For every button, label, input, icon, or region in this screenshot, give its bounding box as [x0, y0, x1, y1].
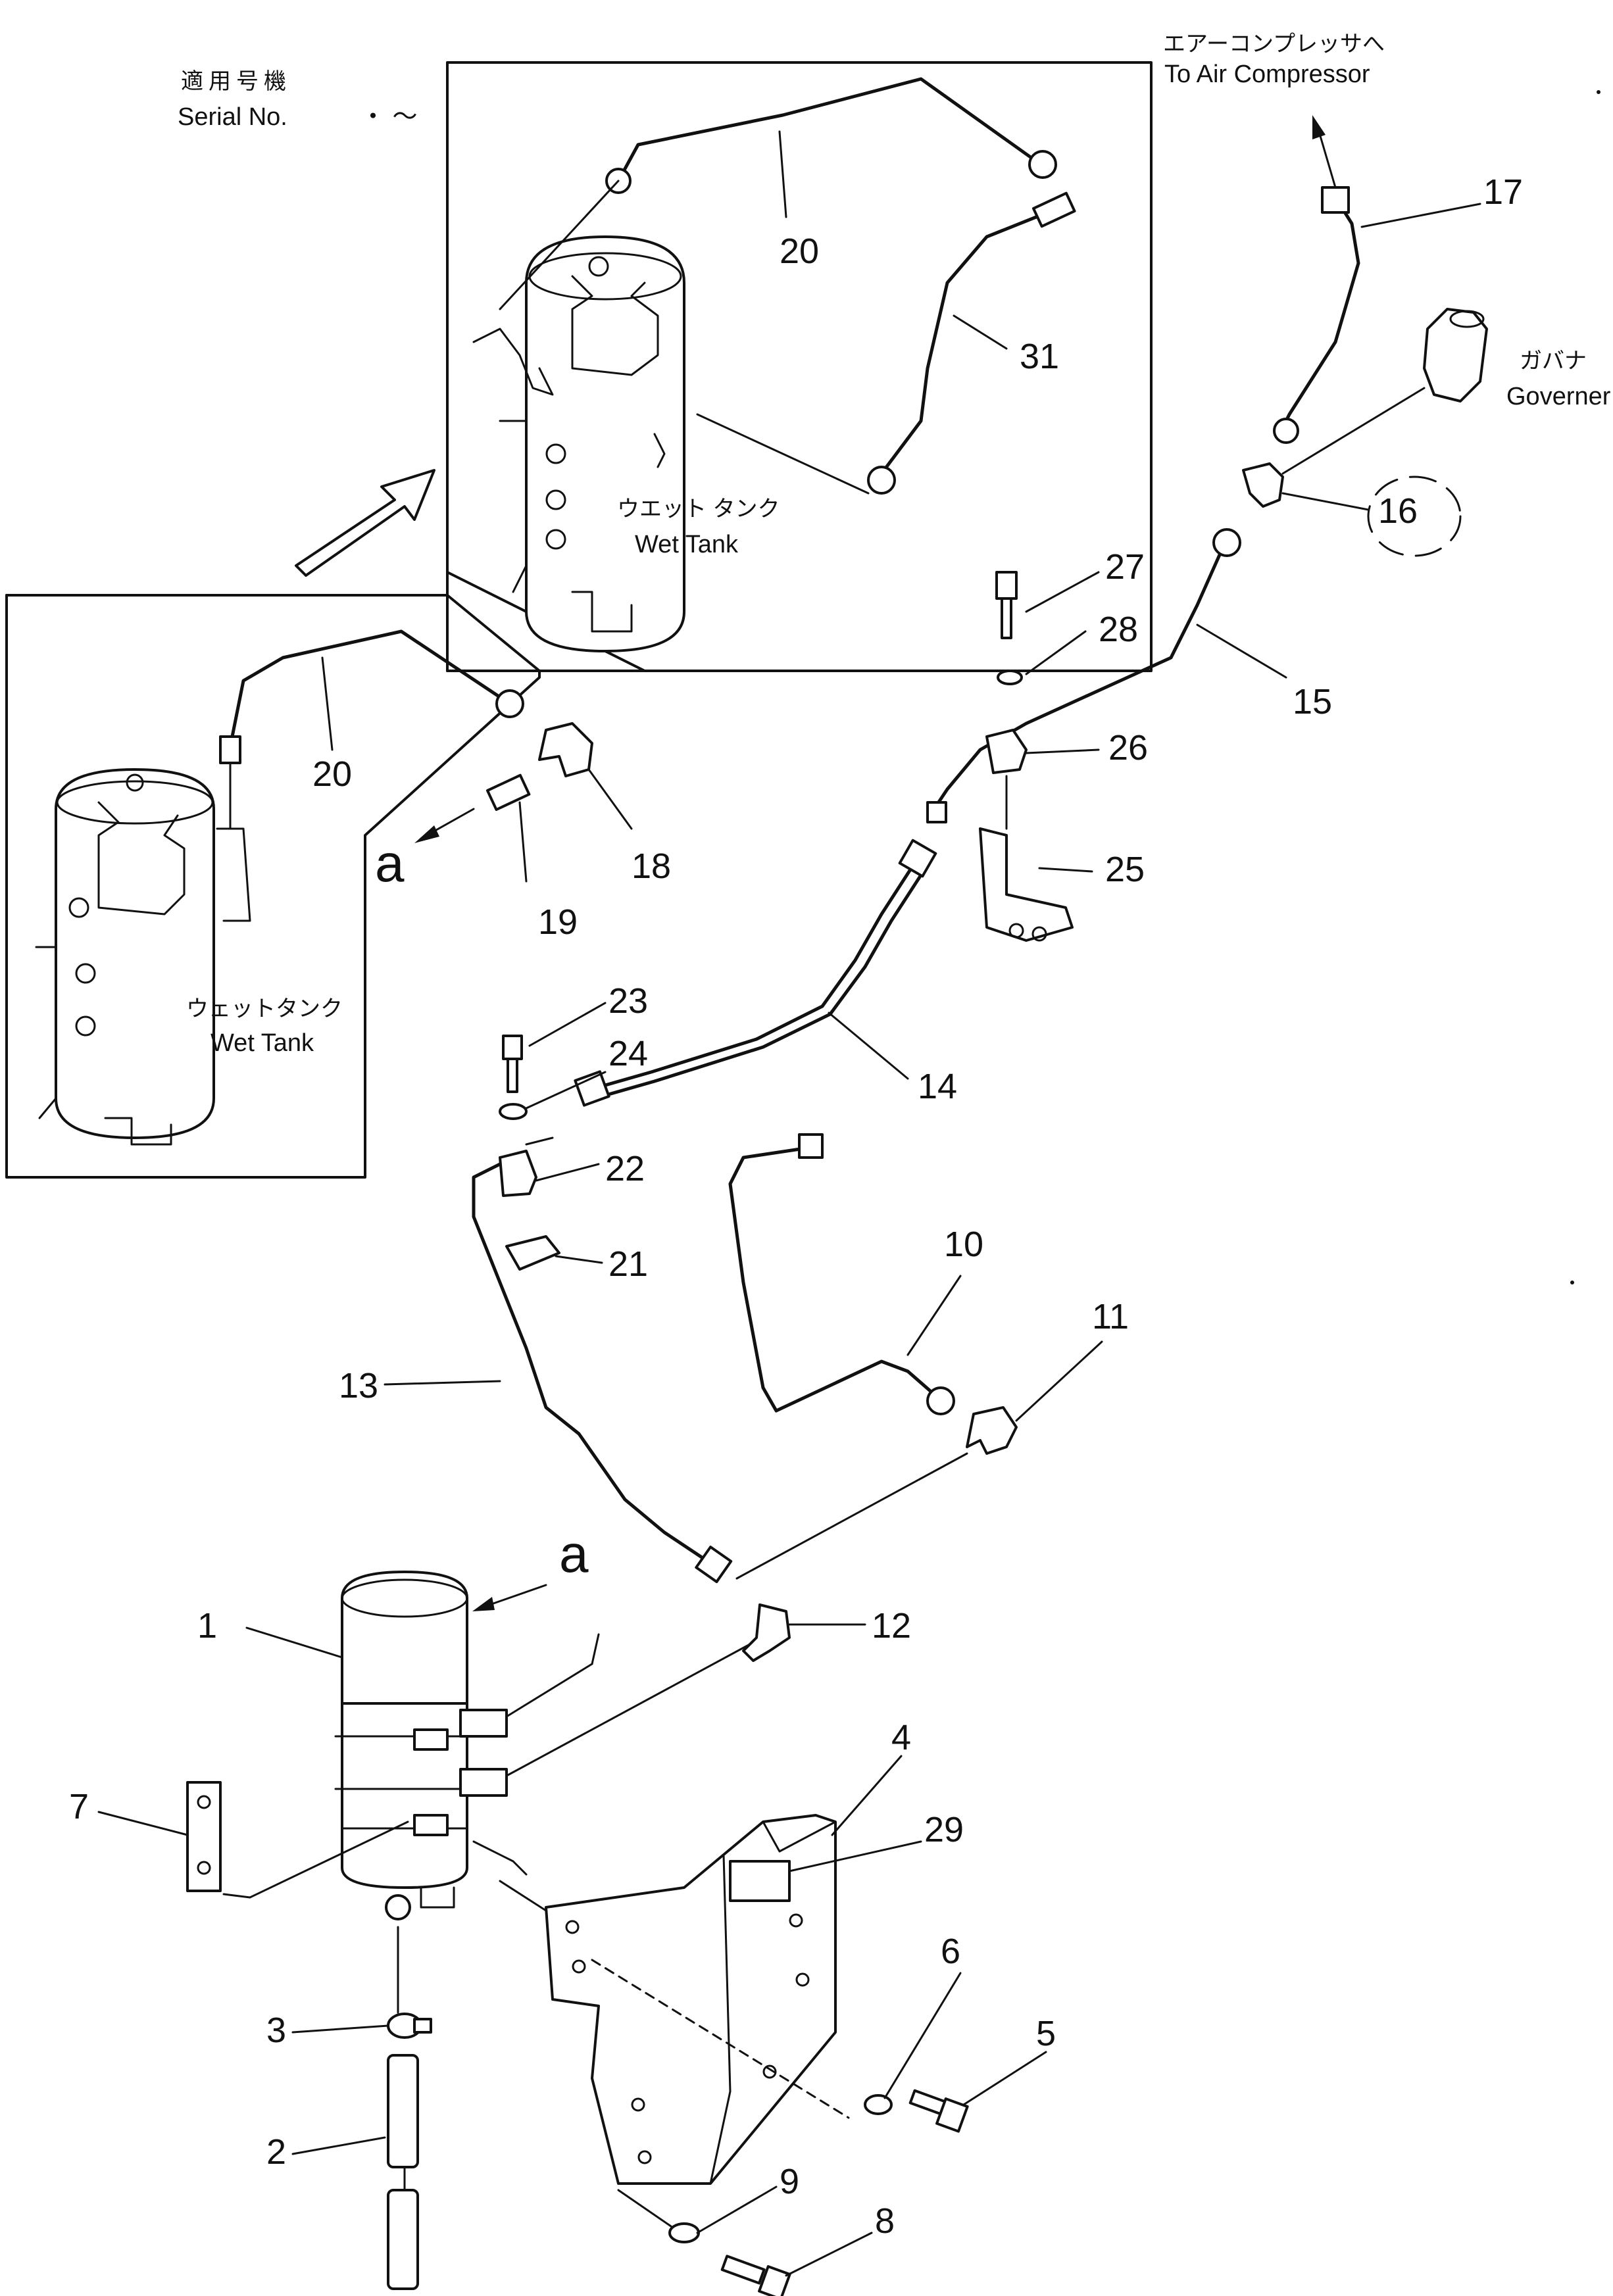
- part-8-bolt: [720, 2255, 791, 2296]
- label-part-6: 6: [941, 1932, 960, 1971]
- label-part-28: 28: [1099, 610, 1138, 649]
- air-compressor-label-jp: エアーコンプレッサへ: [1163, 32, 1385, 57]
- label-part-3: 3: [266, 2011, 286, 2050]
- pipe-13: [472, 1162, 733, 1584]
- label-part-16: 16: [1378, 491, 1418, 531]
- part-26-clamp: [985, 729, 1028, 830]
- label-part-26: 26: [1108, 728, 1148, 768]
- part-16-fitting: [1242, 462, 1284, 508]
- label-part-7: 7: [69, 1787, 89, 1826]
- label-part-9: 9: [780, 2162, 799, 2201]
- label-part-8: 8: [875, 2201, 895, 2241]
- label-part-24: 24: [608, 1034, 648, 1073]
- view-letter-a-lower: a: [559, 1525, 589, 1583]
- label-part-21: 21: [608, 1244, 648, 1284]
- part-18-elbow: [538, 722, 593, 777]
- part-24-washer: [499, 1103, 528, 1120]
- governor-label-jp: ガバナ: [1520, 349, 1587, 374]
- label-part-14: 14: [918, 1067, 957, 1106]
- label-part-18: 18: [632, 846, 671, 886]
- pipe-20-lower: [219, 629, 524, 830]
- view-letter-a-upper: a: [375, 834, 405, 892]
- part-4-bracket: [499, 1814, 850, 2185]
- part-11-elbow: [735, 1406, 1018, 1580]
- air-compressor-label-en: To Air Compressor: [1164, 61, 1370, 88]
- pipe-15: [926, 528, 1241, 823]
- wet-tank-upper: [472, 235, 685, 652]
- scatter-marks: [1367, 90, 1601, 1284]
- label-part-19: 19: [538, 902, 578, 942]
- part-22-clamp: [499, 1136, 554, 1197]
- label-part-13: 13: [339, 1366, 378, 1405]
- part-21-bracket: [505, 1235, 560, 1271]
- serial-range: ・ ～: [360, 103, 418, 131]
- view-arrow-upper: [295, 469, 435, 577]
- part-25-bracket: [979, 827, 1074, 942]
- part-6-washer: [864, 2094, 893, 2115]
- part-number-labels: 20 31 17 16 15 27 28 26 25 20 18 19 23 2…: [69, 172, 1523, 2241]
- pipe-10: [728, 1133, 955, 1415]
- view-arrow-a-upper: [414, 808, 475, 843]
- label-part-31: 31: [1020, 337, 1059, 376]
- serial-label-en: Serial No.: [178, 103, 287, 131]
- governor: [1281, 308, 1488, 475]
- label-part-23: 23: [608, 981, 648, 1021]
- part-9-washer: [617, 2189, 700, 2243]
- leader-lines: [97, 130, 1481, 2277]
- wet-tank-lower: [35, 768, 251, 1146]
- label-part-20-upper: 20: [780, 232, 819, 271]
- part-2-hose: [387, 2054, 419, 2290]
- part-3-clamp: [387, 1926, 432, 2039]
- label-part-20-lower: 20: [312, 754, 352, 794]
- part-7-plate: [186, 1781, 409, 1899]
- wet-tank-lower-label-jp: ウェットタンク: [186, 996, 343, 1021]
- label-part-10: 10: [944, 1225, 983, 1264]
- view-arrow-a-lower: [472, 1584, 547, 1611]
- part-1-separator: [334, 1571, 751, 1920]
- label-part-4: 4: [891, 1718, 911, 1757]
- label-part-11: 11: [1092, 1297, 1129, 1336]
- wet-tank-lower-label-en: Wet Tank: [211, 1029, 314, 1057]
- part-12-elbow: [742, 1603, 791, 1662]
- part-27-bolt: [995, 571, 1018, 639]
- serial-block: 適用号機 Serial No. ・ ～: [178, 69, 418, 131]
- upper-inset-frame: [446, 61, 1153, 672]
- part-28-washer: [997, 670, 1023, 685]
- wet-tank-upper-label-en: Wet Tank: [635, 531, 739, 558]
- label-part-29: 29: [924, 1810, 964, 1849]
- label-part-2: 2: [266, 2132, 286, 2172]
- label-part-1: 1: [197, 1606, 217, 1646]
- label-part-22: 22: [605, 1149, 645, 1188]
- label-part-27: 27: [1105, 547, 1145, 587]
- label-part-12: 12: [872, 1606, 911, 1646]
- pipe-31: [696, 191, 1076, 495]
- pipe-20-upper: [499, 77, 1057, 310]
- governor-label-en: Governer: [1506, 383, 1611, 410]
- label-part-25: 25: [1105, 850, 1145, 889]
- label-part-15: 15: [1293, 682, 1332, 721]
- label-part-5: 5: [1036, 2014, 1056, 2053]
- label-part-17: 17: [1483, 172, 1523, 212]
- part-5-bolt: [908, 2089, 969, 2133]
- pipe-17: [1273, 115, 1360, 444]
- serial-label-jp: 適用号機: [181, 69, 291, 94]
- part-19-adapter: [486, 773, 531, 811]
- lower-inset-frame: [5, 594, 541, 1179]
- wet-tank-upper-label-jp: ウエット タンク: [617, 497, 780, 522]
- part-23-bolt: [502, 1035, 523, 1093]
